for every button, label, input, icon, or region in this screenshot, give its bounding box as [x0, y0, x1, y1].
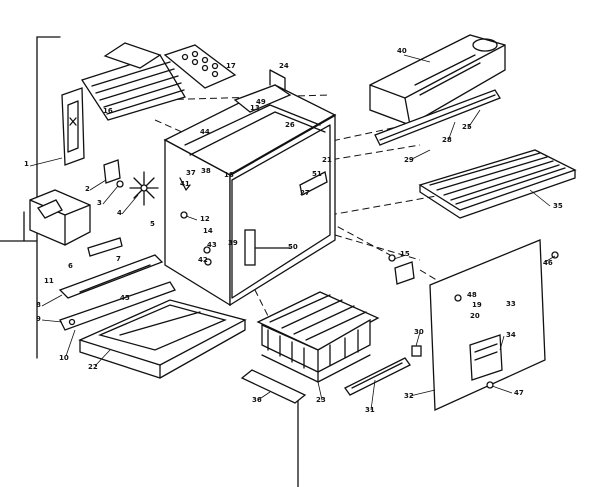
small-strip: [87, 237, 123, 257]
part-label-27: 27: [300, 189, 310, 197]
part-label-30: 30: [414, 328, 424, 336]
part-label-24: 24: [279, 62, 289, 70]
right-wire-shelf: [418, 149, 577, 219]
part-label-7: 7: [116, 255, 121, 263]
part-label-36: 36: [252, 396, 262, 404]
thermostat-bracket: [388, 254, 415, 285]
part-label-21: 21: [322, 156, 332, 164]
lower-rail: [58, 254, 176, 331]
part-labels: 1234567891011121314151617181920212223242…: [24, 47, 563, 414]
part-label-4: 4: [117, 209, 122, 217]
part-label-23: 23: [316, 396, 326, 404]
part-label-12: 12: [200, 215, 210, 223]
part-label-11: 11: [44, 277, 54, 285]
part-label-2: 2: [85, 185, 90, 193]
part-label-51: 51: [312, 170, 322, 178]
part-label-6: 6: [68, 262, 73, 270]
crisper-bin: [29, 189, 91, 246]
part-label-13: 13: [250, 104, 260, 112]
left-side-panel: [61, 87, 85, 166]
part-label-37: 37: [186, 169, 196, 177]
part-label-3: 3: [97, 199, 102, 207]
part-label-15: 15: [400, 250, 410, 258]
part-label-1: 1: [24, 160, 29, 168]
part-label-28: 28: [442, 136, 452, 144]
part-label-34: 34: [506, 331, 516, 339]
part-label-14: 14: [203, 227, 213, 235]
part-label-50: 50: [288, 243, 298, 251]
part-label-49: 49: [256, 98, 266, 106]
part-label-44: 44: [200, 128, 210, 136]
part-label-41: 41: [180, 180, 190, 188]
part-label-48: 48: [467, 291, 477, 299]
part-label-5: 5: [150, 220, 155, 228]
part-label-38: 38: [201, 167, 211, 175]
part-label-26: 26: [285, 121, 295, 129]
wire-basket: [256, 291, 380, 383]
evaporator-assembly: [369, 34, 506, 146]
part-label-42: 42: [198, 256, 208, 264]
part-label-29: 29: [404, 156, 414, 164]
part-label-20: 20: [470, 312, 480, 320]
bottom-drawer-tray: [78, 299, 247, 379]
part-label-46: 46: [543, 259, 553, 267]
bottom-strips: [240, 345, 422, 404]
part-label-40: 40: [397, 47, 407, 55]
cabinet-internal-parts: [179, 171, 328, 266]
part-label-39: 39: [228, 239, 238, 247]
ice-tray: [163, 44, 237, 89]
part-label-16: 16: [103, 107, 113, 115]
part-label-10: 10: [59, 354, 69, 362]
part-label-33: 33: [506, 300, 516, 308]
part-label-17: 17: [226, 62, 236, 70]
leader-lines: [29, 54, 556, 411]
part-label-19: 19: [472, 301, 482, 309]
part-label-18: 18: [224, 171, 234, 179]
part-label-43: 43: [207, 241, 217, 249]
top-wire-shelf: [80, 42, 186, 121]
part-label-9: 9: [36, 315, 41, 323]
part-label-22: 22: [88, 363, 98, 371]
part-label-31: 31: [365, 406, 375, 414]
back-panel: [429, 239, 559, 411]
part-label-45: 45: [120, 294, 130, 302]
fan-assembly: [103, 159, 159, 206]
part-label-35: 35: [553, 202, 563, 210]
part-label-47: 47: [514, 389, 524, 397]
part-label-25: 25: [462, 123, 472, 131]
part-label-32: 32: [404, 392, 414, 400]
part-label-8: 8: [36, 301, 41, 309]
